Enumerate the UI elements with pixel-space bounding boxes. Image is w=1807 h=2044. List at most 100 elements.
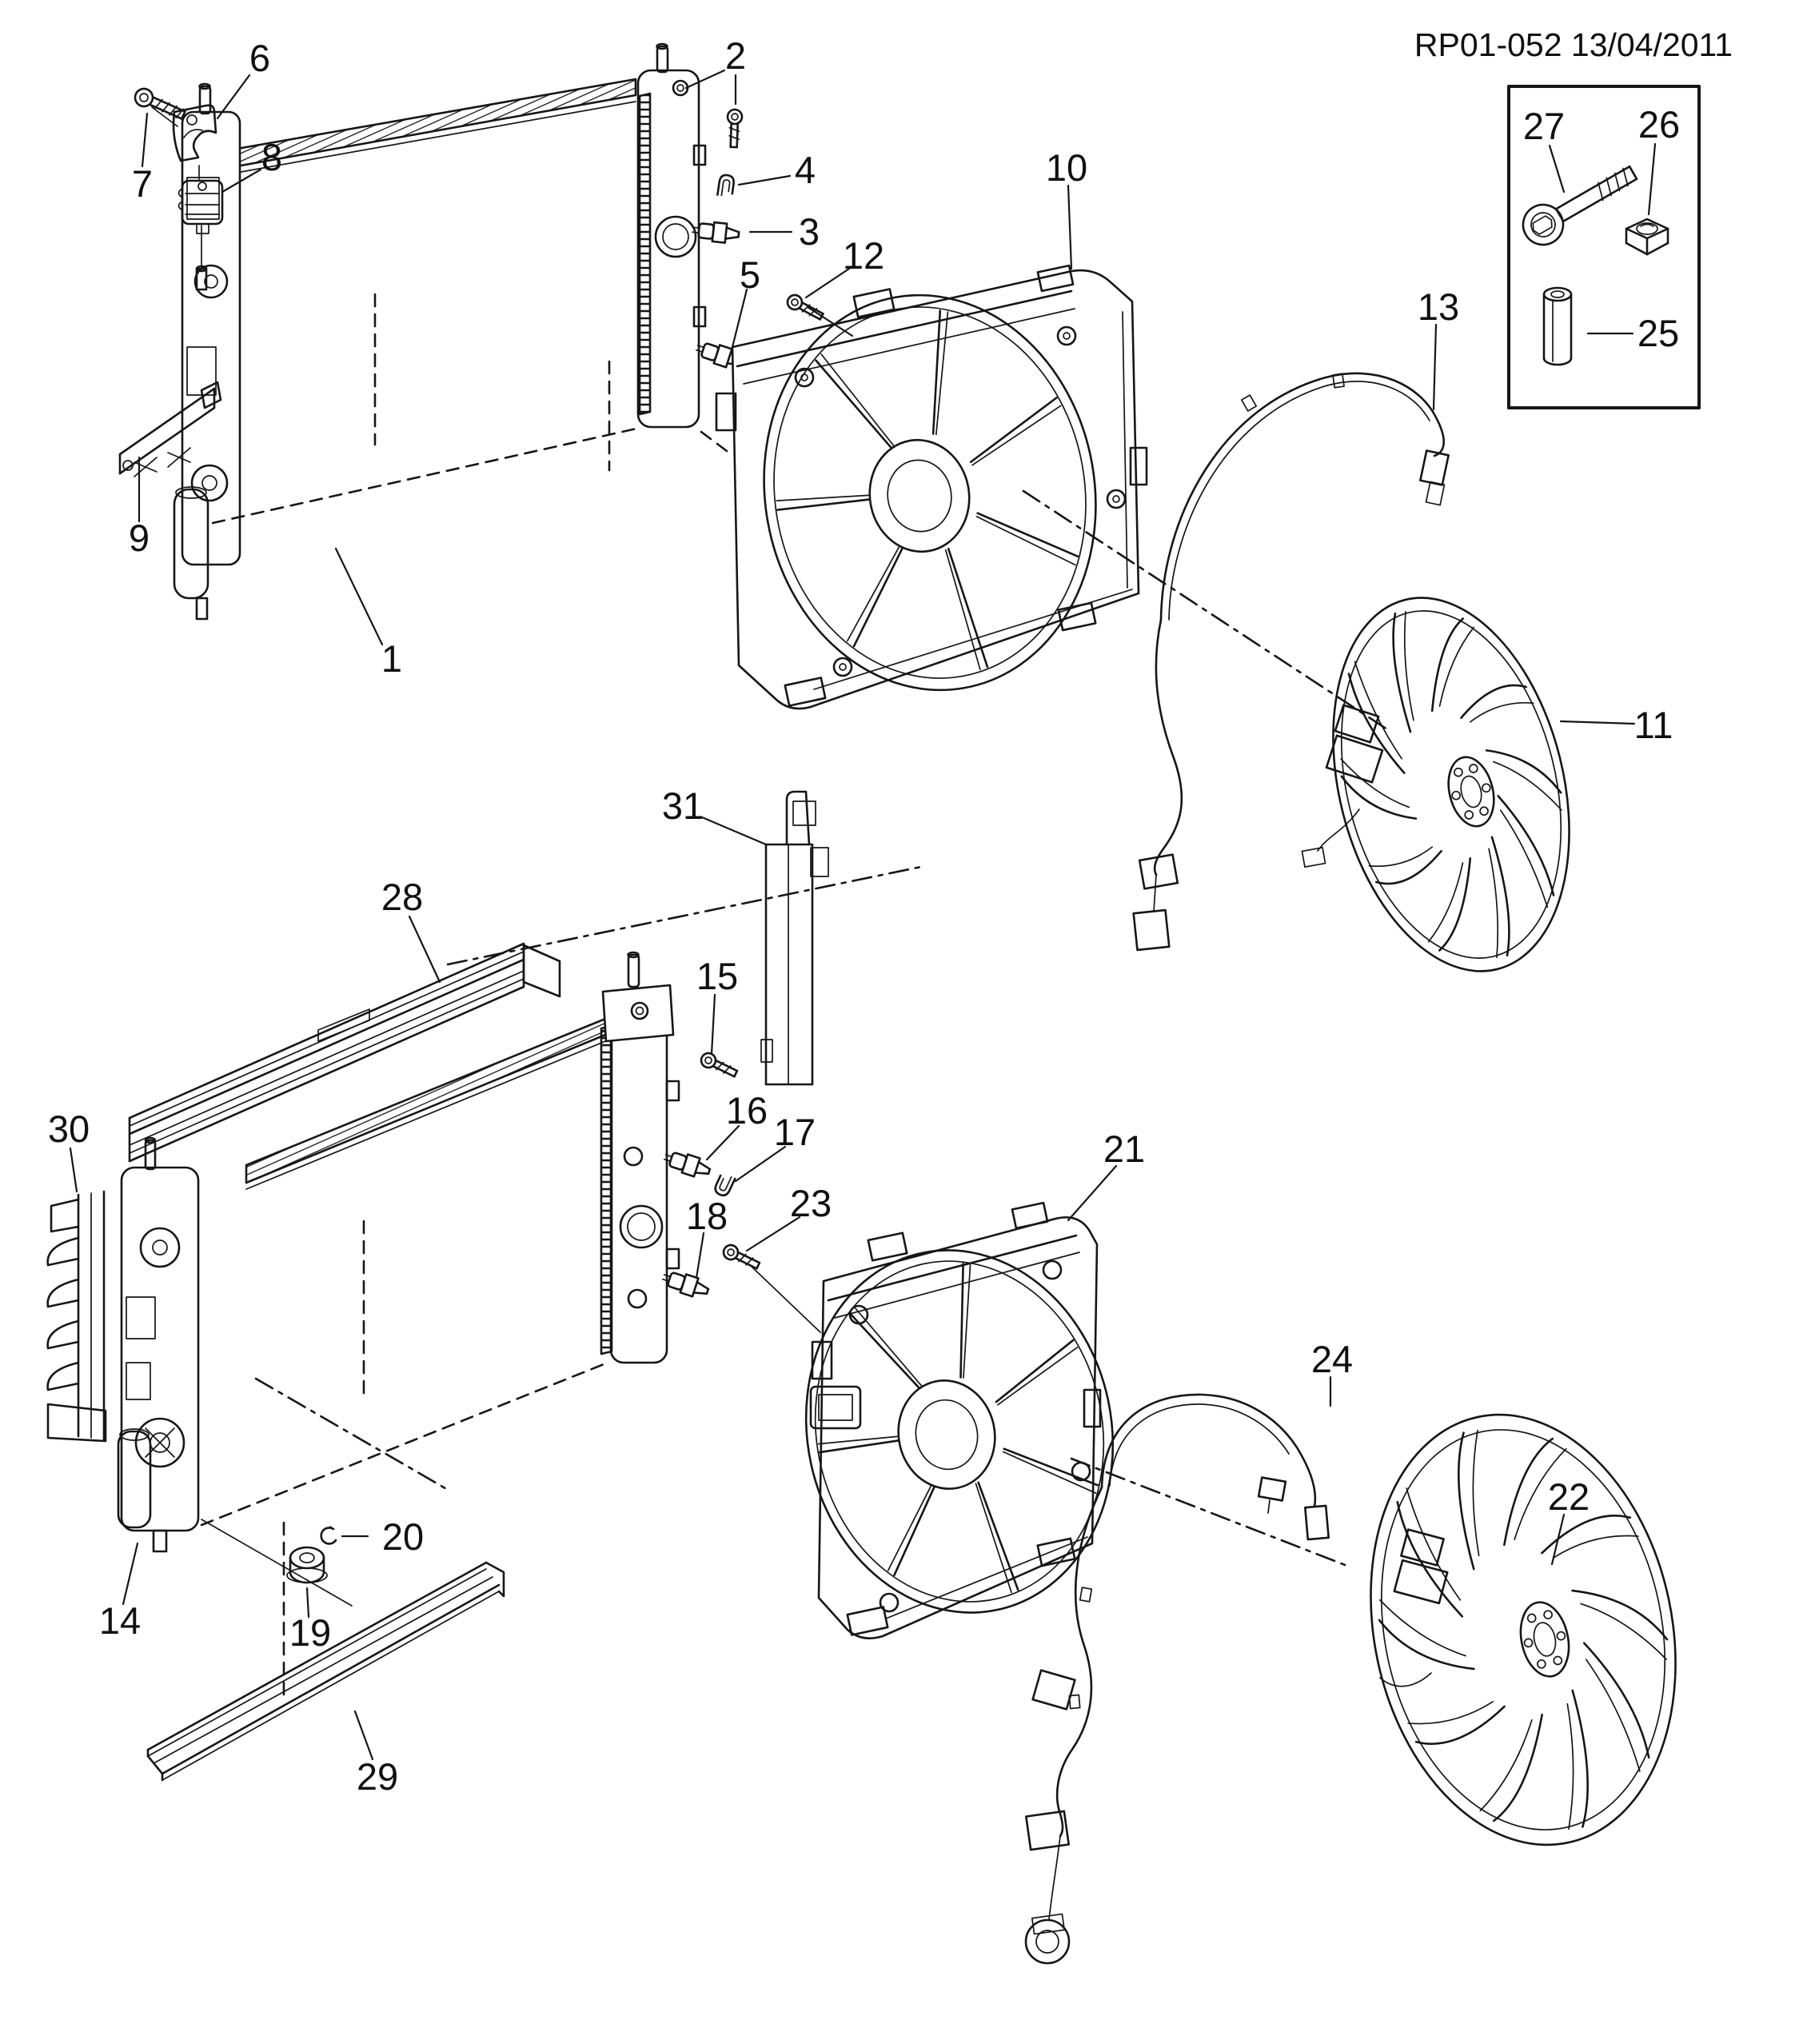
callout-21: 21 bbox=[1103, 1128, 1145, 1170]
callout-29-leader bbox=[353, 1710, 374, 1761]
radiator-upper bbox=[173, 42, 707, 621]
callout-5-leader bbox=[731, 288, 748, 349]
callout-22-leader bbox=[1550, 1513, 1566, 1566]
callout-29: 29 bbox=[357, 1755, 398, 1798]
callout-7: 7 bbox=[132, 162, 153, 205]
mount-hardware-top-left bbox=[131, 85, 224, 291]
callout-19: 19 bbox=[289, 1611, 331, 1654]
callout-18-leader bbox=[695, 1232, 705, 1279]
callout-2: 2 bbox=[725, 34, 746, 77]
radiator-right-tank bbox=[636, 69, 700, 429]
spacer-25 bbox=[1542, 286, 1573, 366]
clip-4 bbox=[716, 173, 736, 198]
callout-layer: 1234567891011121314151617181920212223242… bbox=[48, 34, 1680, 1798]
filler-neck bbox=[619, 1204, 664, 1249]
callout-14: 14 bbox=[99, 1599, 141, 1642]
callout-10-leader bbox=[1067, 184, 1073, 270]
callout-15: 15 bbox=[696, 955, 738, 997]
callout-6: 6 bbox=[249, 37, 270, 79]
callout-11: 11 bbox=[1634, 704, 1673, 746]
callout-15-leader bbox=[710, 993, 716, 1056]
callout-4-leader bbox=[737, 174, 792, 186]
hardware-inset bbox=[1507, 85, 1701, 409]
callout-17-leader bbox=[734, 1145, 787, 1183]
clamp-6 bbox=[172, 104, 217, 162]
callout-26-leader bbox=[1647, 142, 1657, 216]
nut-19 bbox=[285, 1546, 329, 1584]
screw-7 bbox=[131, 85, 189, 125]
callout-28-leader bbox=[408, 915, 441, 984]
lower-rail-29 bbox=[146, 1561, 505, 1782]
callout-8: 8 bbox=[261, 136, 282, 178]
fan-motor-bracket-lower bbox=[1379, 1528, 1449, 1687]
callout-23-leader bbox=[745, 1216, 801, 1252]
callout-24: 24 bbox=[1311, 1338, 1353, 1380]
side-bracket-31 bbox=[760, 790, 829, 1086]
callout-30: 30 bbox=[48, 1108, 90, 1150]
small-parts-lower bbox=[201, 1049, 821, 1607]
inset-box bbox=[1507, 85, 1701, 409]
callout-18: 18 bbox=[686, 1195, 728, 1237]
callout-19-leader bbox=[305, 1587, 310, 1619]
callout-26: 26 bbox=[1638, 103, 1680, 146]
callout-8-leader bbox=[221, 168, 262, 194]
callout-12-leader bbox=[804, 267, 851, 299]
callout-25: 25 bbox=[1637, 312, 1679, 354]
callout-23: 23 bbox=[790, 1182, 832, 1224]
shroud-ring bbox=[804, 1249, 1115, 1614]
drawing-code: RP01-052 13/04/2011 bbox=[1414, 26, 1733, 63]
callout-3: 3 bbox=[799, 210, 820, 253]
callout-9: 9 bbox=[129, 517, 150, 559]
callout-1: 1 bbox=[381, 637, 402, 680]
callout-27: 27 bbox=[1523, 105, 1565, 147]
screw-12 bbox=[784, 291, 827, 325]
callout-6-leader bbox=[216, 74, 251, 120]
radiator-left-tank-14 bbox=[120, 1166, 200, 1532]
callout-1-leader bbox=[334, 547, 384, 646]
cooling-fan-lower bbox=[1370, 1413, 1677, 1846]
screw-15 bbox=[697, 1049, 740, 1082]
callout-16: 16 bbox=[726, 1089, 768, 1132]
callout-22: 22 bbox=[1548, 1475, 1590, 1518]
callout-28: 28 bbox=[381, 876, 423, 918]
fan-shroud-upper bbox=[715, 264, 1148, 710]
callout-31: 31 bbox=[662, 784, 704, 827]
callout-17: 17 bbox=[774, 1111, 816, 1153]
callout-13: 13 bbox=[1418, 285, 1459, 328]
callout-7-leader bbox=[141, 112, 149, 168]
air-baffle-28 bbox=[128, 942, 561, 1163]
callout-30-leader bbox=[69, 1147, 78, 1193]
bolt-27 bbox=[1522, 165, 1638, 246]
cooling-fan-upper bbox=[1332, 597, 1570, 972]
callout-12: 12 bbox=[843, 234, 884, 277]
callout-14-leader bbox=[122, 1542, 139, 1606]
wiring-harness-13 bbox=[1132, 372, 1450, 952]
side-baffle-9 bbox=[118, 381, 222, 477]
sensor-18 bbox=[659, 1267, 712, 1302]
radiator-lower bbox=[117, 951, 680, 1553]
side-bracket-30 bbox=[46, 1190, 107, 1443]
shroud-ring bbox=[763, 293, 1097, 692]
callout-2-leader bbox=[684, 69, 726, 90]
callout-12-leader bbox=[806, 305, 854, 337]
callout-21-leader bbox=[1067, 1164, 1118, 1222]
fan-shroud-lower bbox=[804, 1201, 1115, 1639]
callout-11-leader bbox=[1559, 720, 1636, 725]
wiring-harness-24 bbox=[1024, 1393, 1330, 1965]
clip-17 bbox=[712, 1172, 736, 1199]
rubber-mount-8 bbox=[178, 179, 224, 234]
callout-5: 5 bbox=[740, 254, 760, 296]
clip-20 bbox=[320, 1525, 337, 1545]
callout-13-leader bbox=[1432, 323, 1438, 411]
bolt-2 bbox=[725, 108, 744, 149]
callout-27-leader bbox=[1548, 144, 1566, 194]
screw-23 bbox=[720, 1241, 763, 1274]
filler-neck bbox=[654, 215, 697, 258]
nut-26 bbox=[1625, 218, 1669, 256]
sensor-16 bbox=[660, 1147, 713, 1182]
callout-10: 10 bbox=[1046, 146, 1087, 189]
radiator-right-tank bbox=[609, 1012, 668, 1364]
callout-20: 20 bbox=[382, 1515, 424, 1558]
callout-4: 4 bbox=[795, 149, 816, 191]
